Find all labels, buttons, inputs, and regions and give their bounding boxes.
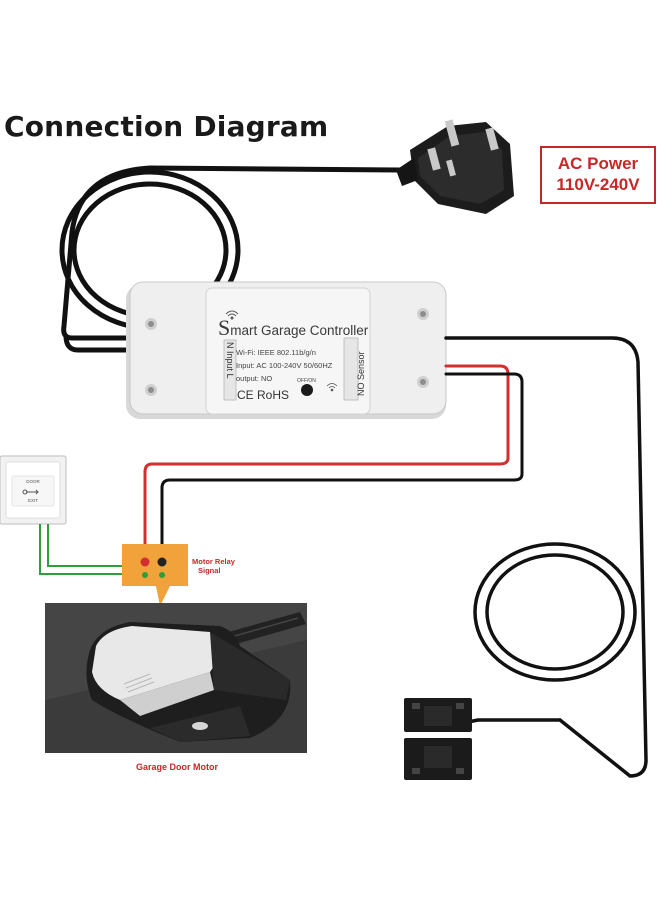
- exit-button-line2: EXIT: [27, 498, 38, 503]
- exit-button-text: DOOR EXIT: [22, 479, 44, 503]
- controller-title: Smart Garage Controller: [218, 315, 368, 341]
- exit-button-line1: DOOR: [26, 479, 40, 484]
- door-sensor: [404, 698, 472, 780]
- exit-button-wires: [39, 524, 130, 575]
- controller-title-rest: mart Garage Controller: [230, 323, 369, 338]
- relay-terminal: [122, 544, 188, 606]
- relay-label: Motor Relay Signal: [192, 557, 235, 575]
- motor-label: Garage Door Motor: [136, 762, 219, 772]
- controller-spec-wifi: Wi-Fi: IEEE 802.11b/g/n: [236, 348, 316, 357]
- relay-wires: [143, 364, 524, 564]
- input-terminal-label: N Input L: [225, 342, 235, 379]
- ac-plug: [396, 119, 514, 214]
- controller-spec-output: output: NO: [236, 374, 273, 383]
- controller-certification: CE RoHS: [237, 388, 290, 402]
- controller-spec-input: Input: AC 100-240V 50/60HZ: [236, 361, 333, 370]
- ac-voltage-label: 110V-240V: [556, 175, 640, 194]
- diagram-title: Connection Diagram: [4, 110, 329, 143]
- controller-title-initial: S: [218, 315, 231, 340]
- wifi-icon: [225, 310, 239, 320]
- sensor-cable: [444, 336, 648, 778]
- motor-photo: [45, 603, 307, 753]
- ac-power-label: AC Power: [557, 154, 639, 173]
- controller-box: [126, 281, 447, 419]
- relay-label-line1: Motor Relay: [192, 557, 235, 566]
- switch-label: OFF/ON: [297, 378, 316, 384]
- sensor-terminal-label: NO Sensor: [356, 351, 366, 396]
- ac-power-box: AC Power 110V-240V: [540, 146, 656, 204]
- relay-label-line2: Signal: [198, 566, 221, 575]
- exit-button: [0, 455, 67, 525]
- wifi-small-icon: [326, 383, 338, 392]
